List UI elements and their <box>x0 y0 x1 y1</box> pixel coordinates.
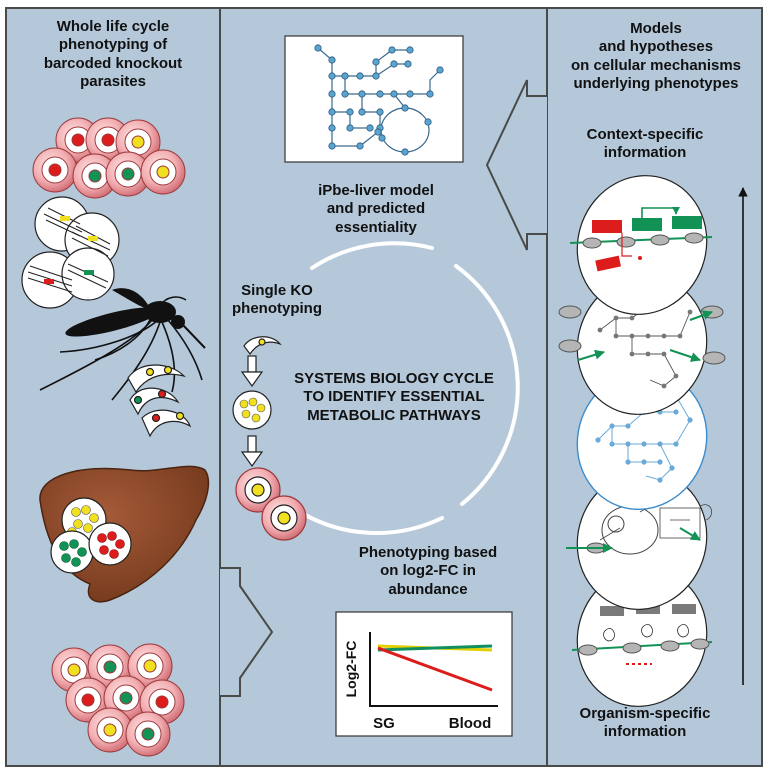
network-model-box <box>284 35 464 163</box>
layer-pathways <box>569 175 713 315</box>
single-ko-icons <box>232 336 307 541</box>
chart-ylabel: Log2-FC <box>343 641 359 698</box>
mosquito-icon <box>39 288 206 401</box>
arrow-right-to-center <box>485 79 547 251</box>
single-ko-label: Single KO phenotyping <box>232 282 322 318</box>
cycle-arc <box>298 241 520 536</box>
liver-icon <box>39 465 210 603</box>
left-panel-title: Whole life cycle phenotyping of barcoded… <box>43 18 183 90</box>
network-model-nodes <box>314 44 444 156</box>
organism-specific-label: Organism-specific information <box>579 705 711 741</box>
arrow-left-to-center <box>220 567 274 697</box>
right-panel-title: Models and hypotheses on cellular mechan… <box>570 20 742 92</box>
chart-axes <box>369 632 498 707</box>
cycle-title: SYSTEMS BIOLOGY CYCLE TO IDENTIFY ESSENT… <box>294 370 494 424</box>
series-line-2 <box>377 644 493 652</box>
model-caption: iPbe-liver model and predicted essential… <box>318 182 434 236</box>
sporozoites <box>127 364 192 438</box>
infected-cells-bottom <box>51 643 185 757</box>
chart-xtick-blood: Blood <box>449 715 492 732</box>
chart-xtick-sg: SG <box>373 715 395 732</box>
infected-cells-top <box>32 117 186 199</box>
series-line-3 <box>377 646 493 692</box>
oocysts <box>21 196 120 309</box>
phenotyping-caption: Phenotyping based on log2-FC in abundanc… <box>358 544 498 598</box>
log2fc-chart: Log2-FC SG Blood <box>343 632 498 732</box>
context-specific-label: Context-specific information <box>586 126 704 162</box>
layer-metabolic-network <box>558 275 726 415</box>
chart-box <box>335 611 513 737</box>
